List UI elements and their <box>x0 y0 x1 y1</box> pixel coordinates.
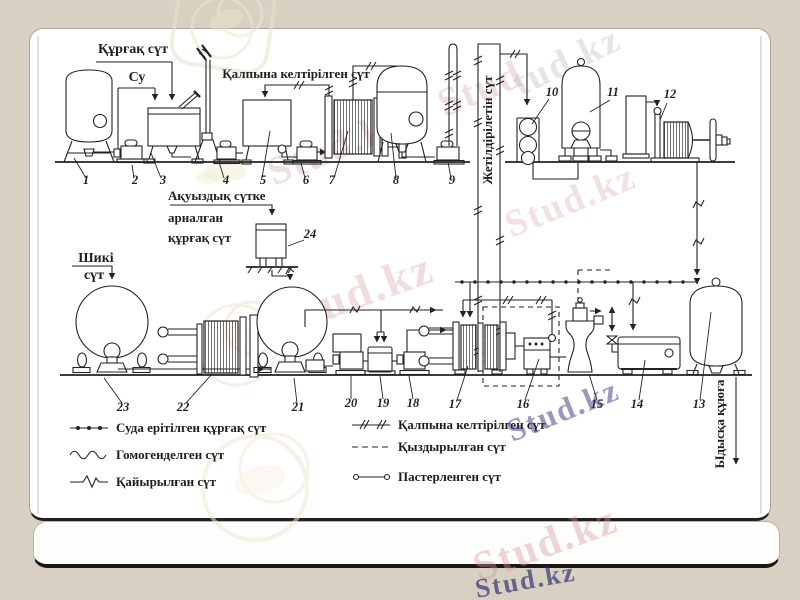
legend-label-skimmed-milk: Қайырылған сүт <box>116 474 217 489</box>
number-leader-lines <box>73 98 712 404</box>
equipment-number-9: 9 <box>449 173 456 187</box>
column-and-homogenizer-12 <box>622 95 731 163</box>
tank-5 <box>241 99 297 165</box>
legend-label-homogenized-milk: Гомогенделген сүт <box>116 447 225 462</box>
logo-watermark-top <box>169 0 277 184</box>
tank-1 <box>63 69 117 163</box>
equipment-number-21: 21 <box>291 400 305 414</box>
label-protein-milk-line1: Ақуыздық сүтке <box>168 188 266 203</box>
equipment-number-15: 15 <box>591 397 604 411</box>
equipment-number-16: 16 <box>517 397 530 411</box>
equipment-number-2: 2 <box>131 173 138 187</box>
pump-9 <box>433 43 465 165</box>
equipment-number-1: 1 <box>83 173 89 187</box>
label-dry-milk: Құрғақ сүт <box>98 42 168 57</box>
equipment-number-24: 24 <box>303 227 317 241</box>
legend-sample-line-with-double-hatch <box>352 419 390 430</box>
equipment-number-3: 3 <box>159 173 166 187</box>
equipment-number-13: 13 <box>693 397 706 411</box>
equipment-number-11: 11 <box>607 85 619 99</box>
pump-18 <box>396 326 453 376</box>
legend-samples <box>69 419 391 489</box>
legend-label-heated-milk: Қыздырылған сүт <box>398 439 506 454</box>
tank-24 <box>170 204 298 281</box>
equipment-number-4: 4 <box>222 173 229 187</box>
unit-10 <box>516 117 579 180</box>
equipment-number-23: 23 <box>116 400 130 414</box>
legend-sample-line-with-zigzag <box>70 474 108 489</box>
label-water: Су <box>129 70 146 85</box>
equipment-number-7: 7 <box>329 173 336 187</box>
equipment-number-8: 8 <box>393 173 400 187</box>
pump-2 <box>113 139 148 164</box>
label-reconstituted-milk: Қалпына келтірілген сүт <box>222 66 370 81</box>
equipment-number-20: 20 <box>344 396 358 410</box>
transfer-lines-right <box>455 162 705 285</box>
equipment-number-17: 17 <box>449 397 462 411</box>
watermark-text: Stud.kz <box>499 156 642 246</box>
label-protein-milk-line2: арналған <box>168 210 224 225</box>
sphere-tank-23 <box>72 265 271 374</box>
equipment-number-22: 22 <box>176 400 190 414</box>
legend-sample-wavy-line <box>69 450 107 460</box>
label-maturing-milk: Жетілдірілетін сүт <box>480 75 495 184</box>
diagram <box>55 43 752 489</box>
dotted-line-dots <box>460 280 685 284</box>
legend-label-pasteurized-milk: Пастерленген сүт <box>398 469 502 484</box>
label-raw-milk-line1: Шикі <box>78 251 114 266</box>
equipment-number-12: 12 <box>664 87 677 101</box>
equipment-number-18: 18 <box>407 396 420 410</box>
label-raw-milk-line2: сүт <box>84 268 104 283</box>
label-protein-milk-line3: құрғақ сүт <box>168 230 232 245</box>
logo-watermark-bottom <box>201 432 310 542</box>
pump-20 <box>332 333 368 376</box>
mixing-vat-3 <box>143 90 204 164</box>
legend-sample-line-with-dot-ends <box>352 473 391 481</box>
machine-14 <box>617 282 681 375</box>
label-bottling: Ыдысқа құюға <box>712 379 727 468</box>
equipment-number-19: 19 <box>377 396 390 410</box>
slide-stack-edge <box>33 521 780 568</box>
heat-exchanger-17 <box>418 282 524 375</box>
separator-15 <box>565 297 619 373</box>
tank-13 <box>686 277 746 465</box>
legend-sample-line-with-dots <box>70 426 108 430</box>
tank-11 <box>558 57 618 162</box>
pump-6 <box>292 140 327 165</box>
vessel-19 <box>304 305 443 376</box>
equipment-number-5: 5 <box>260 173 266 187</box>
equipment-number-10: 10 <box>546 85 559 99</box>
tank-8 <box>376 65 435 163</box>
sphere-tank-21 <box>253 286 333 374</box>
legend-label-reconstituted-milk: Қалпына келтірілген сүт <box>398 417 546 432</box>
legend-label-dissolved-dry-milk: Суда ерітілген құрғақ сүт <box>116 420 267 435</box>
heat-exchanger-22 <box>157 314 259 378</box>
standpipe-and-pump-4 <box>194 44 243 165</box>
watermark-text: Stud.kz <box>501 371 624 449</box>
watermark-texts-over: Stud.kz Stud.kz Stud.kz <box>467 371 624 600</box>
equipment-number-14: 14 <box>631 397 644 411</box>
equipment-number-6: 6 <box>303 173 310 187</box>
scan-edges <box>37 36 762 514</box>
